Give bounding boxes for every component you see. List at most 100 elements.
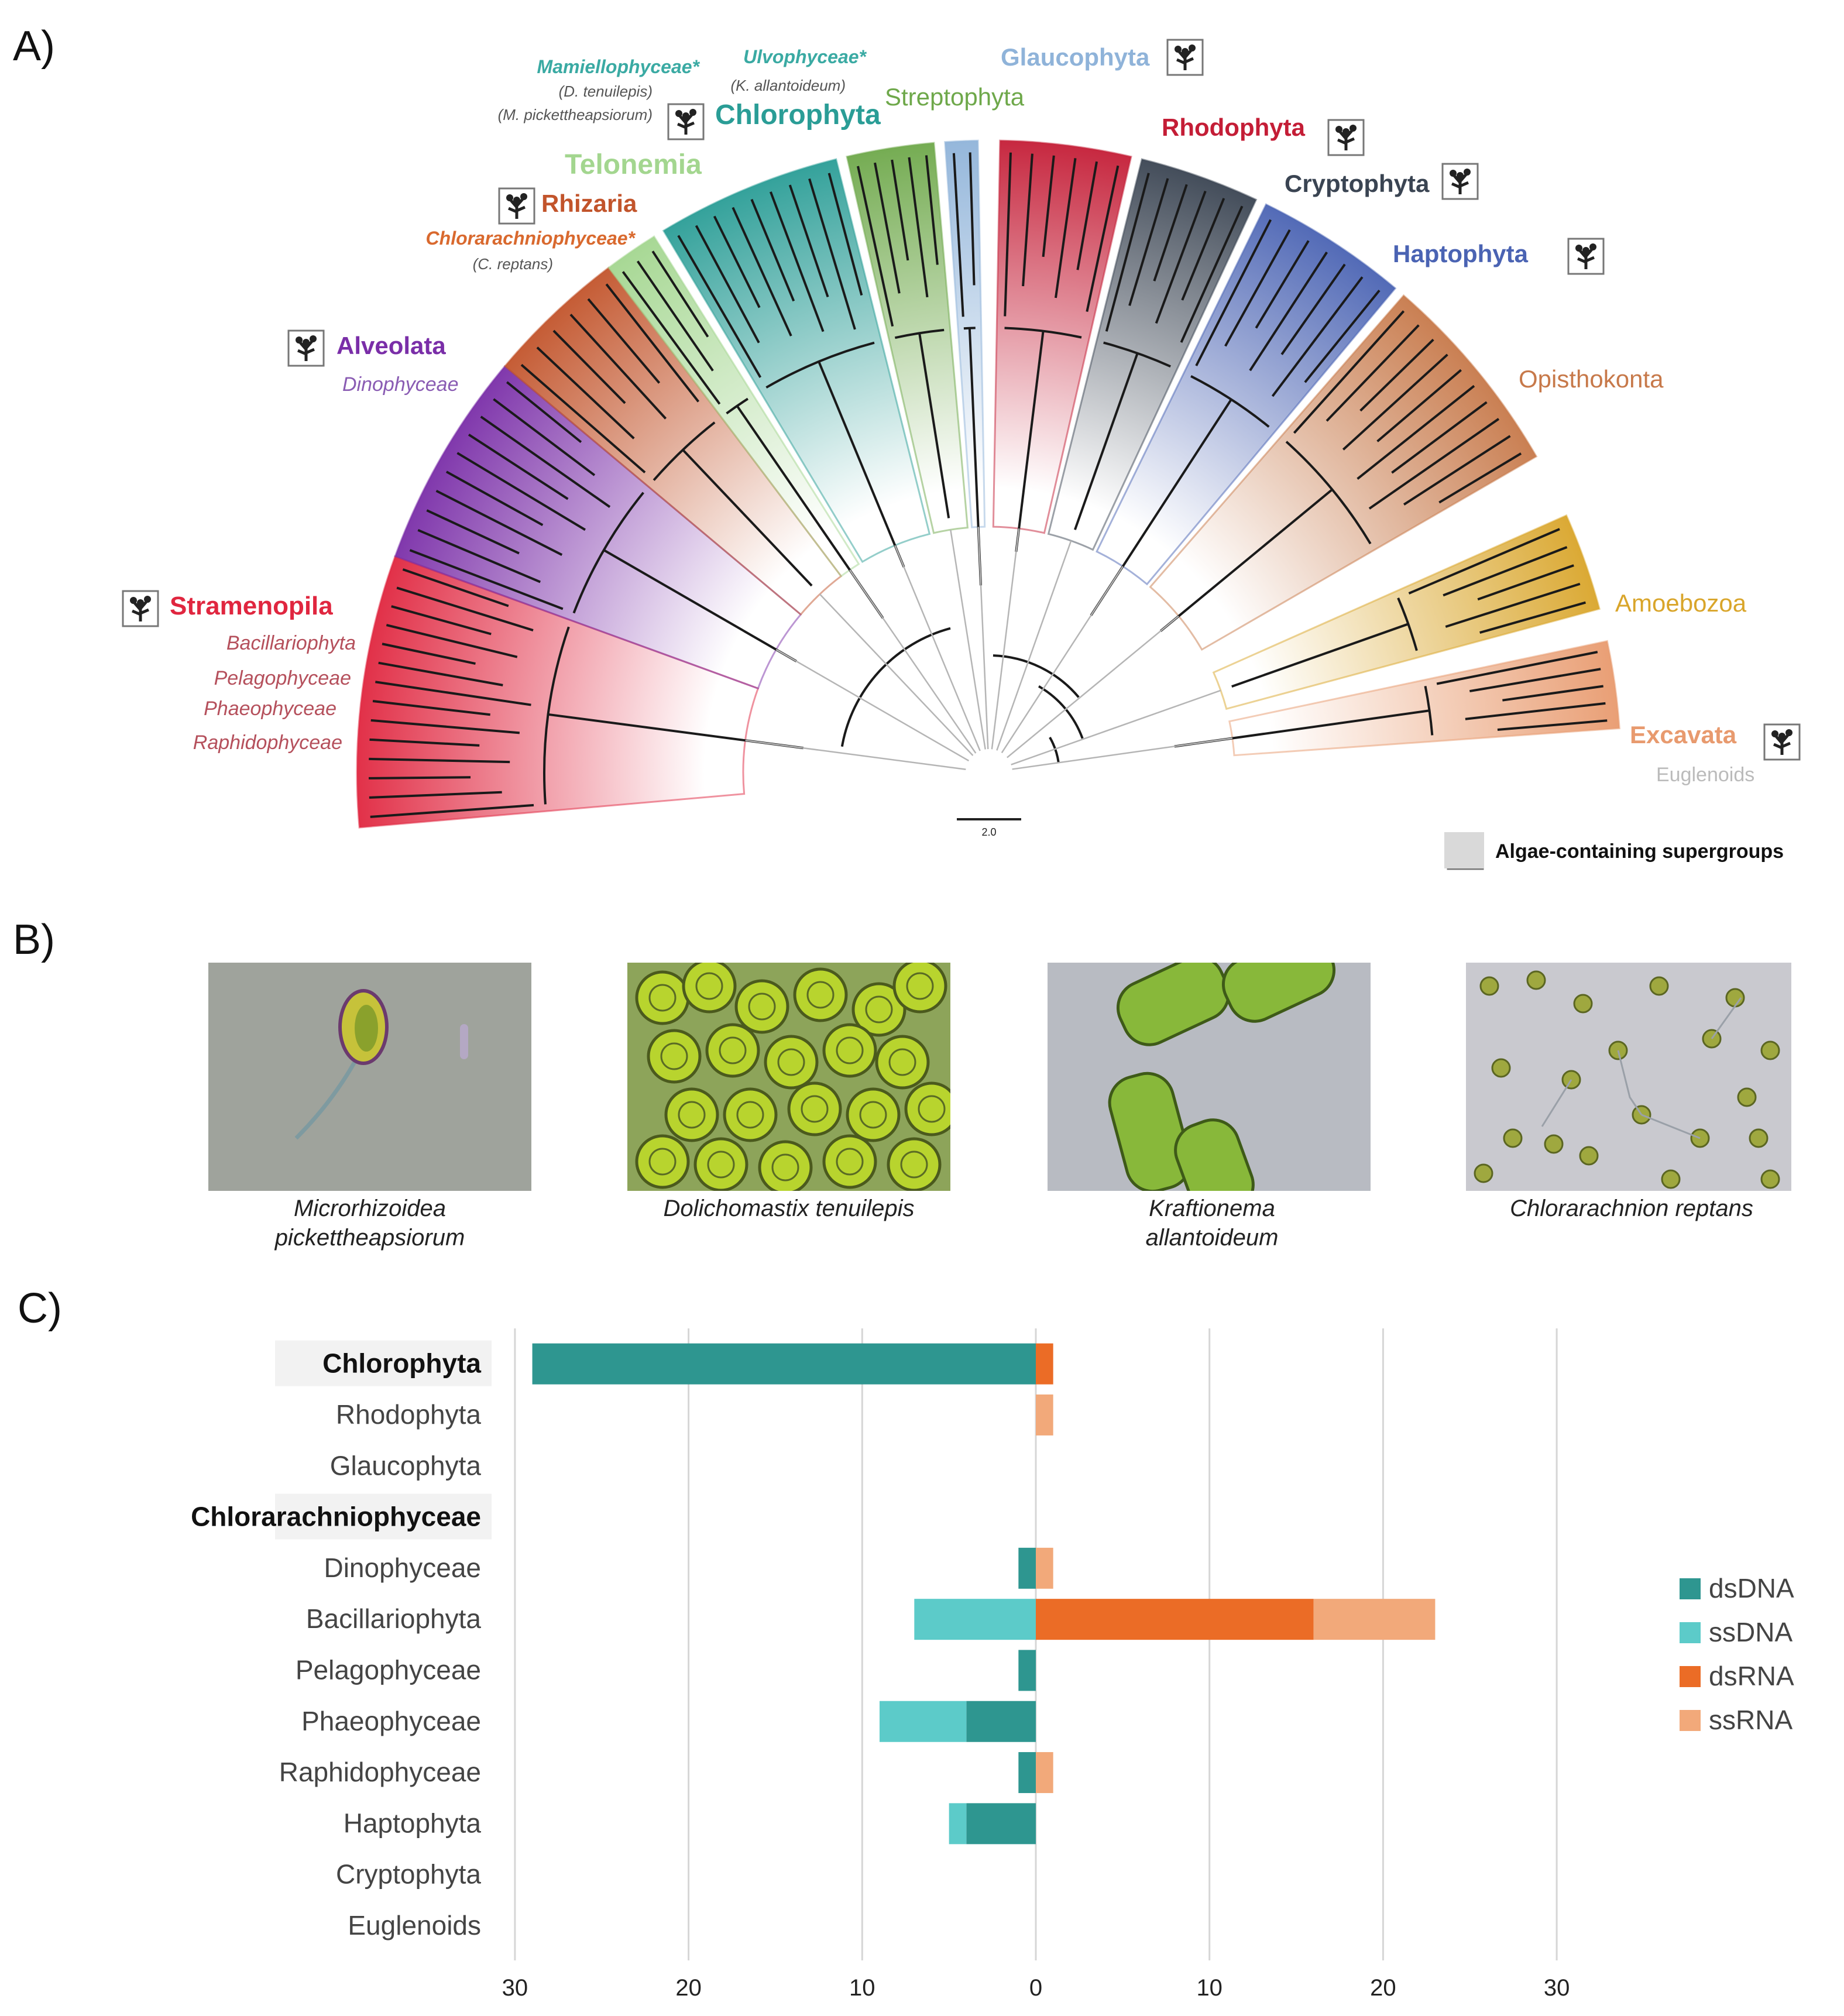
legend-label: dsDNA xyxy=(1709,1573,1794,1603)
algae-icon xyxy=(1567,238,1605,275)
micrograph-dolichomastix xyxy=(627,963,950,1191)
category-label: Euglenoids xyxy=(348,1910,481,1941)
annotation-mamiellophyceae: Mamiellophyceae* xyxy=(537,56,700,77)
caption-line: allantoideum xyxy=(1145,1225,1279,1251)
caption-microrhizoidea: Microrhizoidea pickettheapsiorum xyxy=(194,1194,545,1252)
clade-label-opisthokonta: Opisthokonta xyxy=(1519,365,1664,393)
clade-label-glaucophyta: Glaucophyta xyxy=(1001,43,1150,71)
bar-ssdna xyxy=(914,1599,1036,1640)
sub-label-raphidophyceae: Raphidophyceae xyxy=(193,731,342,754)
legend-swatch xyxy=(1680,1666,1701,1687)
bar-dsrna xyxy=(1036,1599,1314,1640)
sub-label-pelagophyceae: Pelagophyceae xyxy=(214,667,351,689)
legend-label: dsRNA xyxy=(1709,1661,1794,1691)
annotation-c-reptans: (C. reptans) xyxy=(473,255,553,273)
panel-a-label: A) xyxy=(13,23,55,70)
bar-ssrna xyxy=(1036,1394,1053,1435)
scale-bar-label: 2.0 xyxy=(981,826,996,838)
bar-ssrna xyxy=(1313,1599,1436,1640)
legend-icon-box xyxy=(1444,832,1484,868)
category-label: Chlorophyta xyxy=(322,1348,481,1379)
caption-line: Kraftionema xyxy=(1149,1196,1275,1221)
category-label: Glaucophyta xyxy=(330,1450,482,1481)
category-label: Cryptophyta xyxy=(336,1859,481,1890)
annotation-d-tenuilepis: (D. tenuilepis) xyxy=(559,83,653,100)
bar-dsdna xyxy=(1018,1752,1036,1794)
bar-ssrna xyxy=(1036,1547,1053,1589)
caption-dolichomastix: Dolichomastix tenuilepis xyxy=(613,1194,964,1223)
sub-label-dinophyceae: Dinophyceae xyxy=(342,373,458,396)
x-tick-label: 0 xyxy=(1029,1975,1042,2001)
panel-c-label: C) xyxy=(18,1285,62,1332)
clade-label-amoebozoa: Amoebozoa xyxy=(1615,589,1747,617)
annotation-k-allantoideum: (K. allantoideum) xyxy=(730,77,846,94)
category-label: Chlorarachniophyceae xyxy=(191,1502,481,1532)
clade-label-excavata: Excavata xyxy=(1630,721,1737,748)
clade-wedge xyxy=(992,139,1132,534)
category-label: Dinophyceae xyxy=(324,1553,481,1583)
legend-swatch xyxy=(1680,1710,1701,1731)
bar-dsdna xyxy=(1018,1650,1036,1691)
caption-line: Microrhizoidea xyxy=(293,1196,447,1221)
category-label: Haptophyta xyxy=(344,1808,482,1838)
caption-kraftionema: Kraftionema allantoideum xyxy=(1036,1194,1388,1252)
x-tick-label: 20 xyxy=(1370,1975,1396,2001)
algae-icon xyxy=(667,103,705,140)
micrograph-microrhizoidea xyxy=(208,963,531,1191)
bar-ssdna xyxy=(879,1701,967,1742)
panel-b-label: B) xyxy=(13,916,55,963)
caption-line: Dolichomastix tenuilepis xyxy=(663,1196,915,1221)
phylogenetic-tree: 2.0 Stramenopila Alveolata Rhizaria Telo… xyxy=(122,39,1801,870)
caption-line: pickettheapsiorum xyxy=(274,1225,465,1251)
clade-label-rhizaria: Rhizaria xyxy=(541,190,637,217)
algae-icon xyxy=(122,590,159,627)
x-tick-label: 30 xyxy=(502,1975,528,2001)
bar-ssrna xyxy=(1036,1752,1053,1794)
annotation-m-pickettheapsiorum: (M. pickettheapsiorum) xyxy=(498,106,653,123)
micrograph-kraftionema xyxy=(1048,963,1371,1191)
x-tick-label: 10 xyxy=(1196,1975,1223,2001)
clade-label-streptophyta: Streptophyta xyxy=(885,83,1025,111)
algae-icon xyxy=(1166,39,1204,76)
clade-wedge xyxy=(1212,514,1601,710)
sub-label-phaeophyceae: Phaeophyceae xyxy=(204,698,336,720)
micrograph-chlorarachnion xyxy=(1466,963,1791,1191)
clade-label-stramenopila: Stramenopila xyxy=(170,592,333,620)
clade-label-haptophyta: Haptophyta xyxy=(1393,240,1529,267)
legend-label: ssDNA xyxy=(1709,1617,1793,1647)
annotation-chlorarachniophyceae: Chlorarachniophyceae* xyxy=(426,228,636,249)
virus-bar-chart: ChlorophytaRhodophytaGlaucophytaChlorara… xyxy=(191,1328,1794,2001)
clade-wedge xyxy=(846,142,969,534)
clade-wedge xyxy=(1047,158,1258,551)
category-label: Pelagophyceae xyxy=(296,1654,481,1685)
clade-label-rhodophyta: Rhodophyta xyxy=(1162,114,1306,141)
sub-label-euglenoids: Euglenoids xyxy=(1656,764,1754,786)
bar-ssdna xyxy=(949,1803,967,1845)
bar-dsdna xyxy=(532,1343,1036,1385)
annotation-ulvophyceae: Ulvophyceae* xyxy=(743,46,867,67)
caption-chlorarachnion: Chlorarachnion reptans xyxy=(1456,1194,1807,1223)
category-highlight xyxy=(275,1340,492,1386)
legend-swatch xyxy=(1680,1578,1701,1599)
clade-label-alveolata: Alveolata xyxy=(336,332,446,359)
bar-dsrna xyxy=(1036,1343,1053,1385)
x-tick-label: 30 xyxy=(1544,1975,1570,2001)
algae-icon xyxy=(1763,723,1801,761)
category-label: Raphidophyceae xyxy=(279,1757,481,1787)
sub-label-bacillariophyta: Bacillariophyta xyxy=(226,632,356,654)
bar-dsdna xyxy=(966,1701,1036,1742)
category-highlight xyxy=(275,1493,492,1540)
clade-label-telonemia: Telonemia xyxy=(565,149,702,180)
x-tick-label: 20 xyxy=(675,1975,702,2001)
algae-icon xyxy=(498,187,535,225)
algae-icon xyxy=(1327,119,1365,156)
algae-icon xyxy=(287,329,325,367)
clade-label-chlorophyta: Chlorophyta xyxy=(715,99,881,130)
algae-icon xyxy=(1441,163,1479,200)
bar-dsdna xyxy=(1018,1547,1036,1589)
legend-algae-label: Algae-containing supergroups xyxy=(1495,840,1784,863)
category-label: Rhodophyta xyxy=(336,1399,481,1430)
clade-wedge xyxy=(662,158,931,564)
category-label: Bacillariophyta xyxy=(306,1603,482,1634)
x-tick-label: 10 xyxy=(849,1975,875,2001)
